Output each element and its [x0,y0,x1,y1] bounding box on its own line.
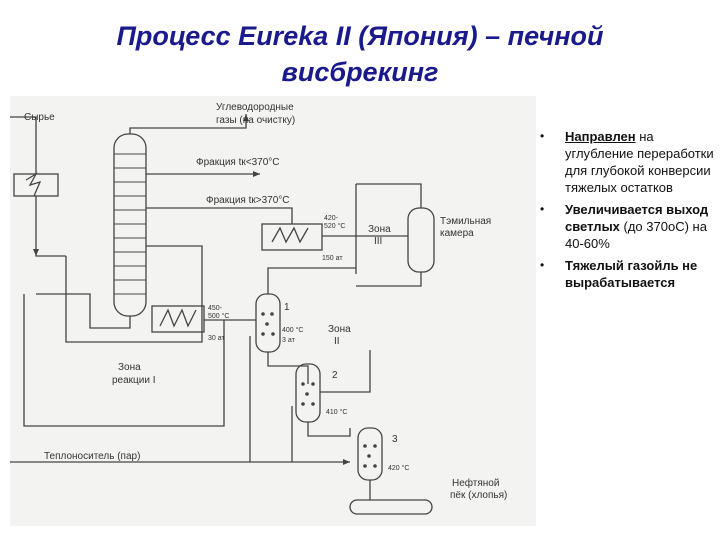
bullet-3-bold: Тяжелый газойль не вырабатывается [565,258,698,290]
label-r3-temp: 420 °C [388,464,409,472]
label-steam: Теплоноситель (пар) [44,451,140,462]
label-gas-line2: газы (на очистку) [216,115,295,126]
label-gas-line1: Углеводородные [216,102,294,113]
bullet-2-bold: Увеличивается выход светлых [565,202,709,234]
process-flow-diagram: Сырье Углеводородные газы (на очистку) Ф… [10,96,536,526]
recycle-line [65,245,203,343]
feed-line [10,116,37,174]
label-zone1-a: Зона [118,362,141,373]
reactor-bubbles [261,312,377,468]
exchanger-outlet-line [35,196,66,257]
heavy-fraction-line [146,207,293,224]
label-r3-num: 3 [392,434,398,445]
label-f2-temp-b: 500 °C [208,312,229,320]
process-diagram-svg: Сырье Углеводородные газы (на очистку) Ф… [10,102,507,515]
title-line-1: Процесс Eureka II (Япония) – печной [116,21,604,51]
furnace-zone-3 [261,223,323,251]
label-tar-b: камера [440,228,474,239]
bullet-marker: • [540,129,545,143]
tar-chamber-vapor-line [356,183,422,208]
label-f3-temp-b: 520 °C [324,222,345,230]
furnace-1-coil [159,308,197,328]
label-r2-temp: 410 °C [326,408,347,416]
column-bottom-line [36,293,131,329]
bullet-marker: • [540,258,545,272]
flow-arrows [33,114,350,465]
reactor-1-vapor [267,267,356,294]
label-heavy-fraction: Фракция tк>370°C [206,195,290,206]
label-feed: Сырье [24,112,55,123]
exchanger-coil [25,172,42,197]
bullet-1-text: на углубление переработки для глубокой к… [565,129,714,195]
label-zone2-b: II [334,336,340,347]
fractionation-column [113,133,147,317]
slide-title: Процесс Eureka II (Япония) – печной висб… [0,18,720,90]
label-tar-a: Тэмильная [440,216,491,227]
label-zone2-a: Зона [328,324,351,335]
pitch-conveyor [349,499,433,515]
bullet-item-3: • Тяжелый газойль не вырабатывается [540,257,715,291]
bullet-list: • Направлен на углубление переработки дл… [540,128,715,296]
reactor-3 [357,427,383,481]
bullet-2-text: (до 370оС) на 40-60% [565,219,707,251]
column-trays [114,153,146,295]
label-f3-temp-a: 420- [324,215,339,222]
bullet-item-2: • Увеличивается выход светлых (до 370оС)… [540,201,715,252]
reactor-1-to-2 [267,352,309,384]
label-pitch-b: пёк (хлопья) [450,490,507,501]
reactor-2-vapor [320,350,371,393]
label-r1-num: 1 [284,302,290,313]
bullet-1-bold: Направлен [565,129,636,144]
reactor-2-to-3 [307,422,351,437]
furnace-zone-1 [151,305,205,333]
title-line-2: висбрекинг [281,57,439,87]
tar-chamber-bottom-line [356,272,422,287]
label-zone3-b: III [374,236,382,247]
label-f2-press: 30 ат [208,335,225,342]
label-f3-press: 150 ат [322,255,343,262]
furnace-3-coil [271,226,309,244]
left-loop-line [23,294,225,427]
label-r1-press: 3 ат [282,337,296,344]
bullet-item-1: • Направлен на углубление переработки дл… [540,128,715,196]
label-pitch-a: Нефтяной [452,477,499,489]
label-r1-temp: 400 °C [282,326,303,334]
label-zone1-b: реакции I [112,375,156,386]
label-r2-num: 2 [332,370,338,381]
label-light-fraction: Фракция tк<370°C [196,157,280,168]
label-zone3-a: Зона [368,224,391,235]
tar-chamber [407,207,435,273]
bullet-marker: • [540,202,545,216]
label-f2-temp-a: 450- [208,305,223,312]
